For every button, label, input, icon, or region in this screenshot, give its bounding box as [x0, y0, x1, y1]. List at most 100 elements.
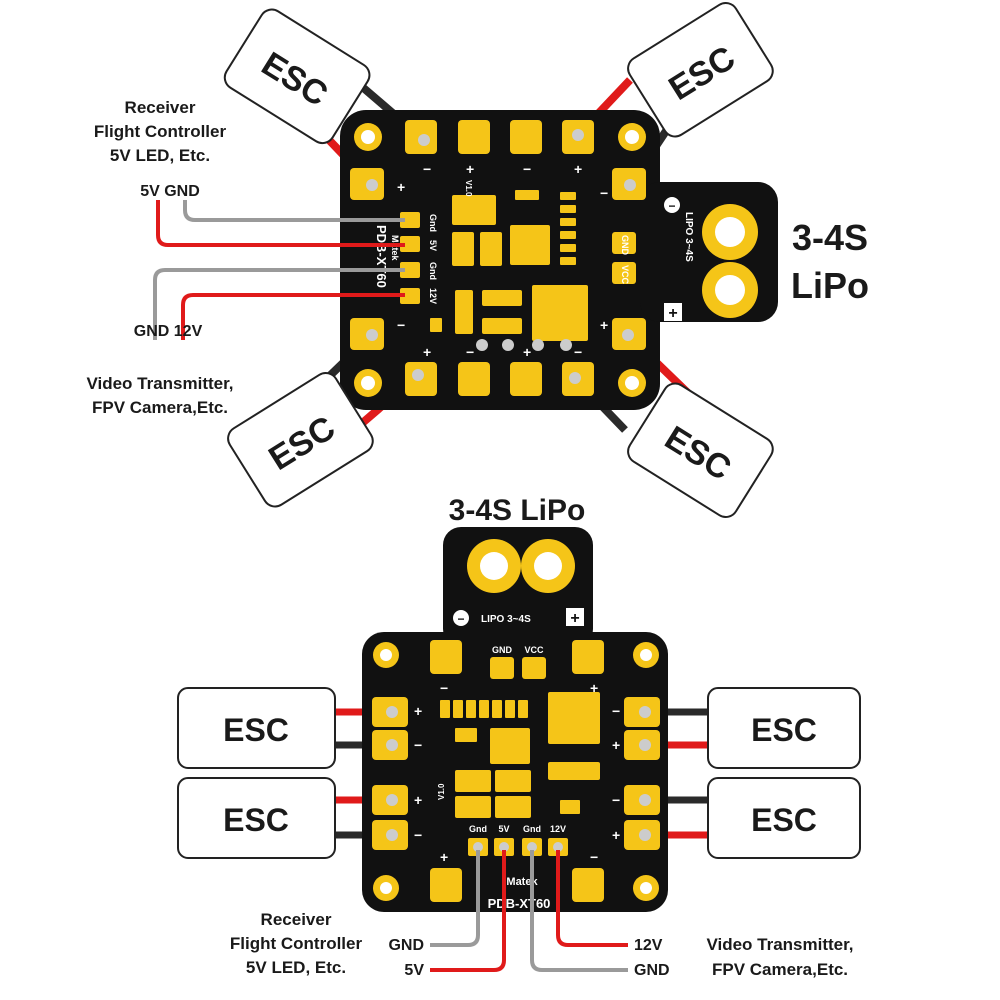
svg-text:VCC: VCC	[524, 645, 544, 655]
svg-text:Gnd: Gnd	[469, 824, 487, 834]
top-pcb: − + LIPO 3~4S	[340, 110, 778, 410]
bottom-wire-gnd-left: GND	[388, 937, 424, 954]
bottom-esc-left-bottom: ESC	[177, 777, 336, 859]
top-wire-dots	[366, 129, 636, 384]
bottom-lipo-label: LIPO 3~4S	[481, 614, 531, 625]
bottom-model-label: PDB-XT60	[488, 896, 551, 911]
svg-text:Gnd: Gnd	[428, 214, 438, 232]
svg-text:GND: GND	[492, 645, 513, 655]
top-model-label: PDB-XT60	[374, 225, 389, 288]
svg-text:+: +	[570, 610, 579, 627]
top-test-points	[476, 339, 572, 351]
svg-text:−: −	[600, 185, 608, 201]
top-lipo-label: LIPO 3~4S	[683, 212, 694, 262]
svg-text:ESC: ESC	[751, 712, 817, 748]
bottom-vtx-line2: FPV Camera,Etc.	[712, 960, 848, 979]
top-battery-title-1: 3-4S	[792, 217, 868, 258]
bottom-esc-left-top: ESC	[177, 687, 336, 769]
svg-text:−: −	[612, 703, 620, 719]
top-wires-5v-gnd: 5V GND	[140, 183, 200, 200]
top-vtx-line2: FPV Camera,Etc.	[92, 398, 228, 417]
svg-text:−: −	[414, 737, 422, 753]
svg-text:−: −	[457, 612, 464, 626]
svg-text:5V: 5V	[428, 240, 438, 251]
svg-text:−: −	[523, 161, 531, 177]
svg-text:ESC: ESC	[223, 802, 289, 838]
bottom-note-line2: Flight Controller	[230, 934, 363, 953]
svg-text:+: +	[574, 161, 582, 177]
bottom-components	[440, 692, 600, 818]
svg-text:Gnd: Gnd	[523, 824, 541, 834]
bottom-pcb: − + LIPO 3~4S	[362, 527, 668, 912]
top-battery-pads: − + LIPO 3~4S	[664, 197, 758, 322]
svg-text:+: +	[440, 849, 448, 865]
top-labels: Receiver Flight Controller 5V LED, Etc. …	[86, 98, 869, 417]
svg-text:+: +	[612, 827, 620, 843]
svg-text:+: +	[600, 317, 608, 333]
bottom-battery-title: 3-4S LiPo	[449, 494, 586, 527]
top-mount-holes	[354, 123, 646, 397]
svg-text:−: −	[574, 344, 582, 360]
bottom-wire-gnd-right: GND	[634, 962, 670, 979]
svg-text:5V: 5V	[498, 824, 509, 834]
bottom-esc-right-top: ESC	[707, 687, 861, 769]
svg-text:+: +	[612, 737, 620, 753]
bottom-polarity: +− +− −+ −+ −+ +−	[414, 680, 620, 865]
bottom-esc-right-bottom: ESC	[707, 777, 861, 859]
svg-text:ESC: ESC	[751, 802, 817, 838]
svg-text:ESC: ESC	[223, 712, 289, 748]
top-battery-title-2: LiPo	[791, 265, 869, 306]
bottom-wire-5v: 5V	[404, 962, 424, 979]
svg-text:−: −	[397, 317, 405, 333]
svg-text:−: −	[423, 161, 431, 177]
top-esc-top-right: ESC	[627, 1, 774, 138]
top-brand-label: Matek	[390, 235, 400, 262]
svg-text:+: +	[397, 179, 405, 195]
svg-text:Gnd: Gnd	[428, 262, 438, 280]
top-esc-bottom-left: ESC	[227, 371, 374, 508]
bottom-mount-holes	[373, 642, 659, 901]
bottom-note-line1: Receiver	[261, 910, 332, 929]
bottom-battery-pads: − + LIPO 3~4S	[453, 539, 584, 627]
top-components	[430, 190, 588, 341]
top-branding: PDB-XT60 Matek V1.0 GND VCC	[374, 180, 630, 288]
bottom-wire-dots	[386, 706, 651, 852]
top-esc-top-left: ESC	[223, 8, 371, 145]
svg-text:−: −	[612, 792, 620, 808]
bottom-diagram: 3-4S LiPo − + LIPO 3~4S	[177, 494, 861, 979]
bottom-vtx-line1: Video Transmitter,	[706, 935, 853, 954]
bottom-wire-12v: 12V	[634, 937, 663, 954]
bottom-note-line3: 5V LED, Etc.	[246, 958, 346, 977]
svg-text:−: −	[466, 344, 474, 360]
top-signal-pads	[400, 212, 420, 304]
svg-text:12V: 12V	[428, 288, 438, 304]
svg-text:−: −	[440, 680, 448, 696]
svg-text:+: +	[414, 792, 422, 808]
top-diagram: − + LIPO 3~4S	[86, 1, 869, 519]
top-note-line2: Flight Controller	[94, 122, 227, 141]
bottom-version-label: V1.0	[437, 783, 446, 800]
top-note-line1: Receiver	[125, 98, 196, 117]
svg-text:12V: 12V	[550, 824, 566, 834]
svg-text:GND: GND	[620, 235, 630, 256]
top-pin-labels: Gnd 5V Gnd 12V	[428, 214, 438, 304]
top-esc-bottom-right: ESC	[627, 382, 774, 519]
bottom-signal-wires	[430, 850, 628, 972]
top-vtx-line1: Video Transmitter,	[86, 374, 233, 393]
svg-text:−: −	[668, 199, 675, 213]
top-polarity: − + − + + − − + + − + −	[397, 161, 608, 360]
svg-text:+: +	[414, 703, 422, 719]
svg-text:VCC: VCC	[620, 265, 630, 285]
svg-text:+: +	[423, 344, 431, 360]
top-note-line3: 5V LED, Etc.	[110, 146, 210, 165]
svg-text:+: +	[523, 344, 531, 360]
top-wires-gnd-12v: GND 12V	[134, 323, 203, 340]
svg-text:−: −	[414, 827, 422, 843]
bottom-pin-labels: Gnd 5V Gnd 12V	[469, 824, 566, 834]
svg-text:−: −	[590, 849, 598, 865]
svg-text:+: +	[466, 161, 474, 177]
svg-text:+: +	[668, 305, 677, 322]
top-signal-wires	[153, 200, 405, 340]
